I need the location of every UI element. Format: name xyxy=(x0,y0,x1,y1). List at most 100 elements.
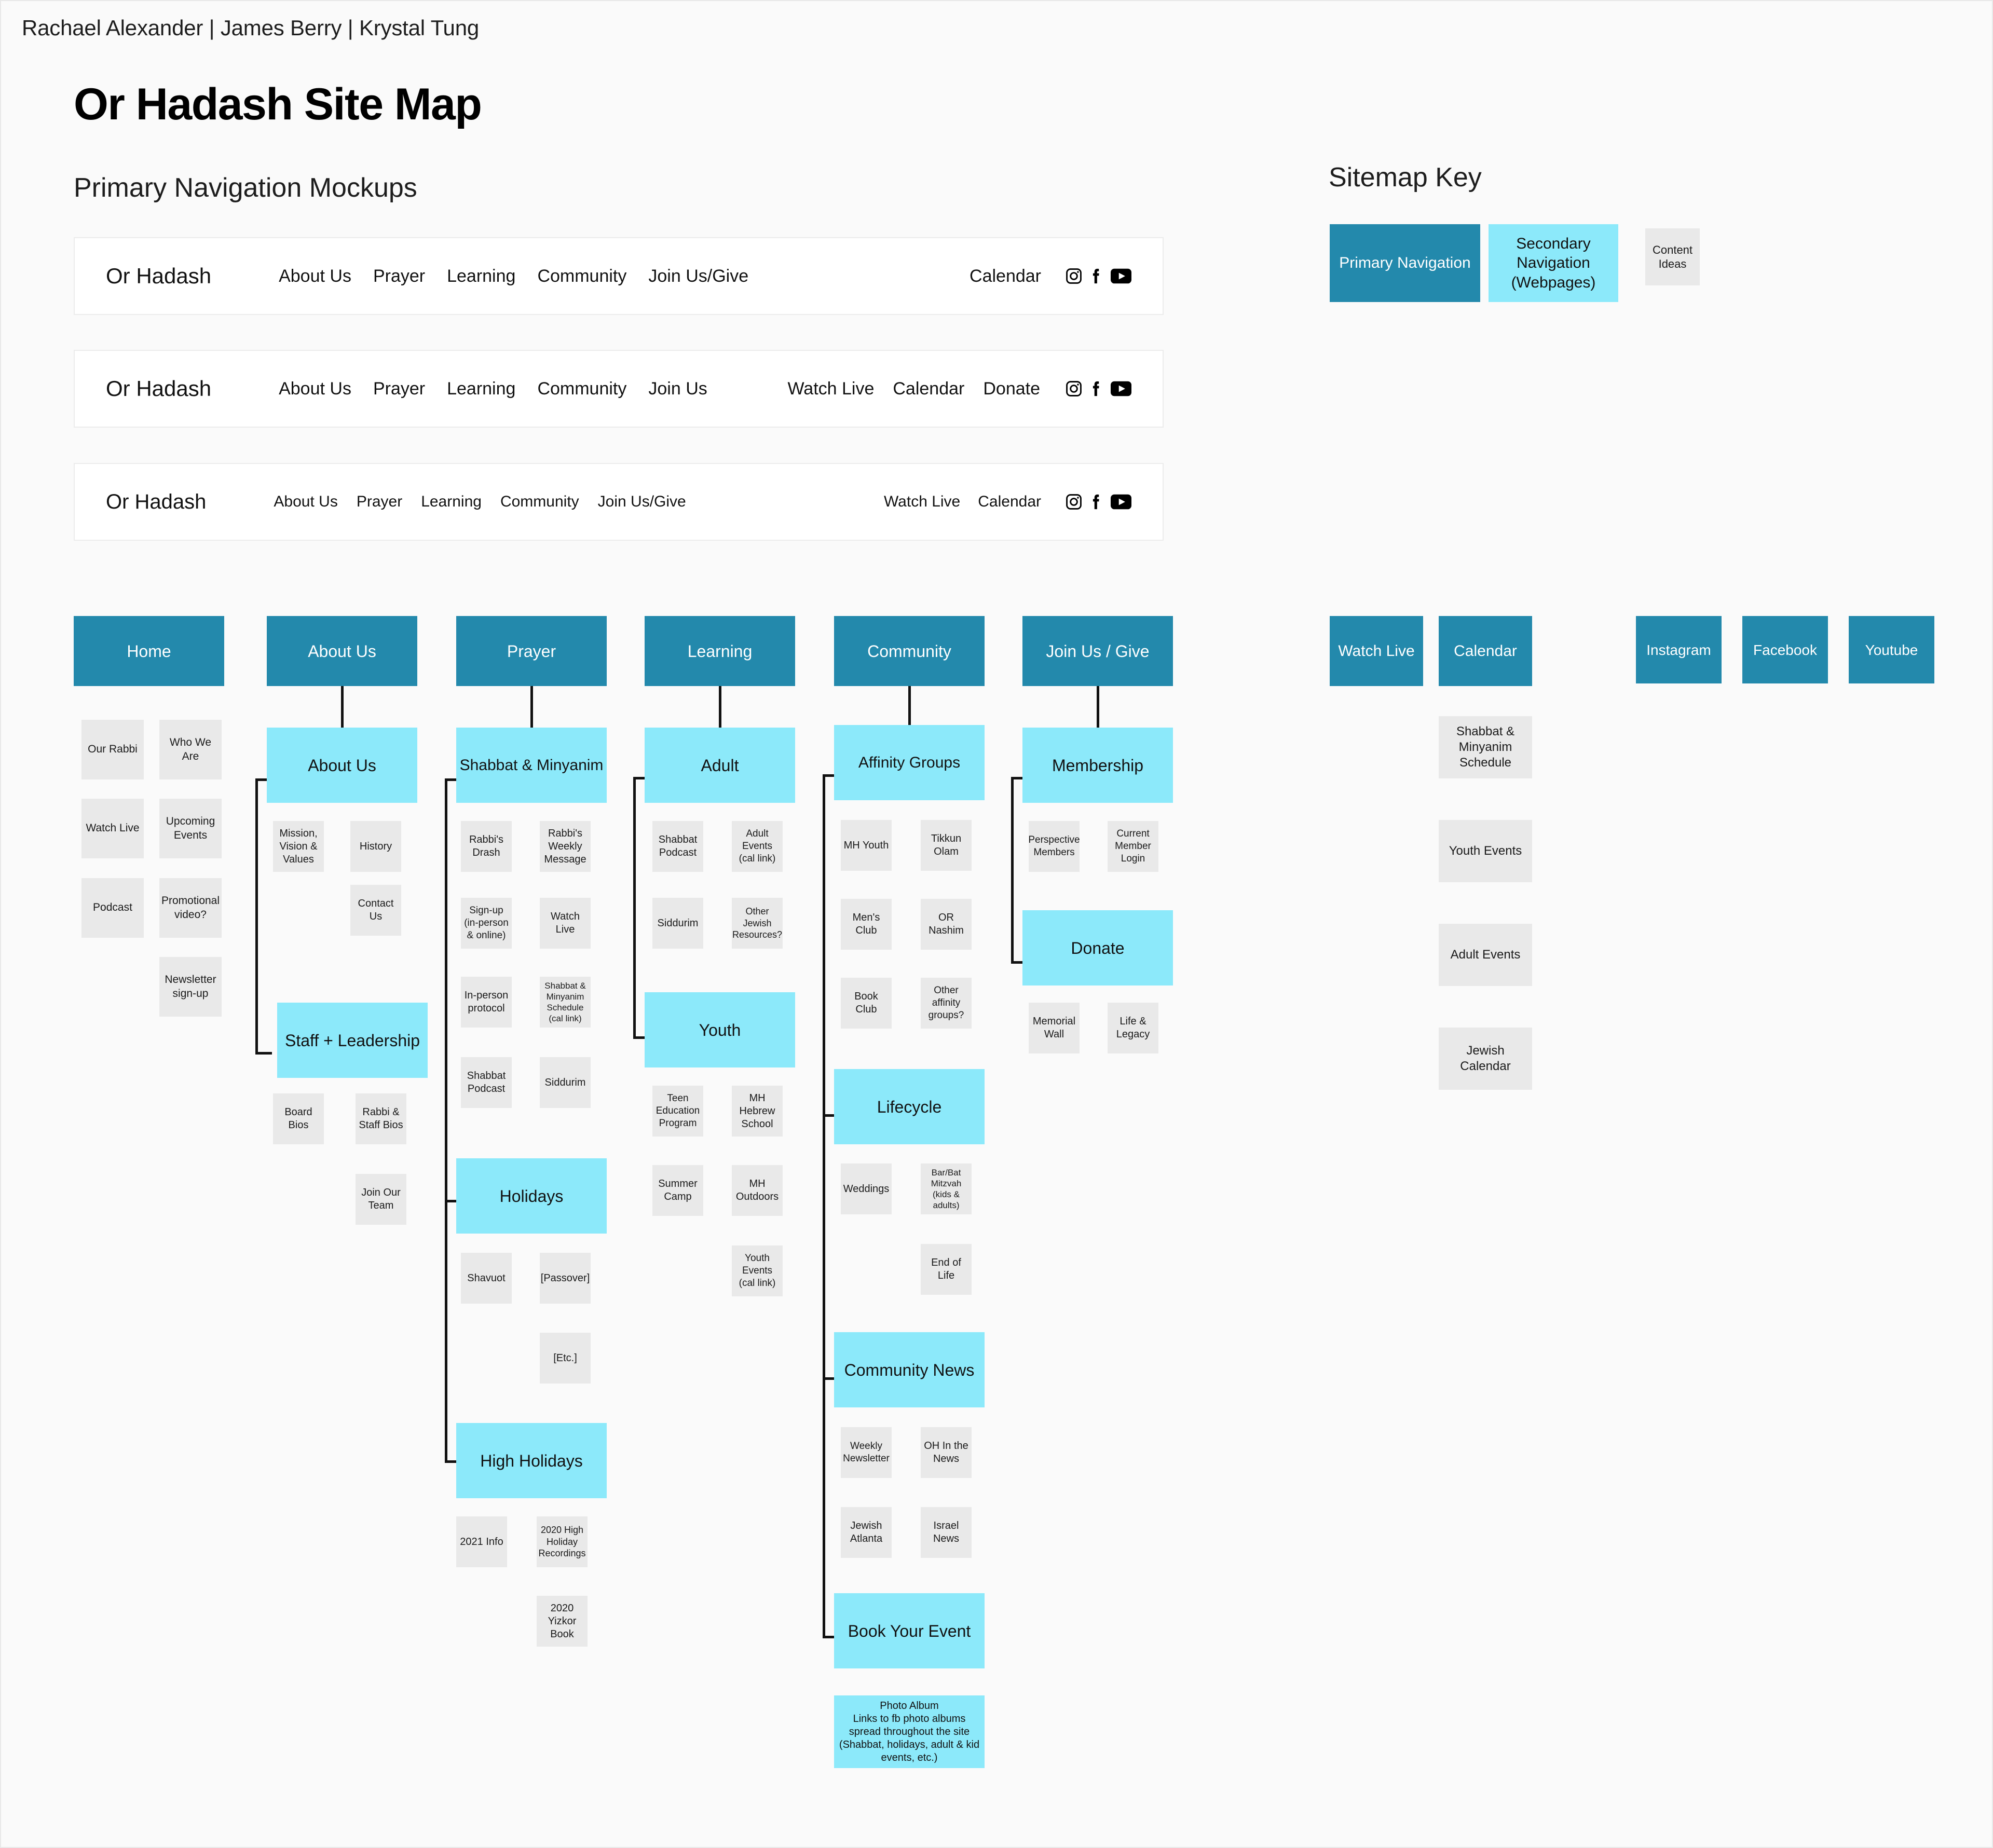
node-mh-outdoors[interactable]: MH Outdoors xyxy=(732,1165,783,1216)
node-shavuot[interactable]: Shavuot xyxy=(461,1253,512,1304)
node-mission-vision-values[interactable]: Mission, Vision & Values xyxy=(273,821,324,872)
node-youtube[interactable]: Youtube xyxy=(1849,616,1934,683)
facebook-icon[interactable] xyxy=(1091,267,1102,285)
node-join-our-team[interactable]: Join Our Team xyxy=(356,1174,406,1225)
node-community-news[interactable]: Community News xyxy=(834,1332,985,1407)
node-mh-hebrew-school[interactable]: MH Hebrew School xyxy=(732,1086,783,1137)
node-weddings[interactable]: Weddings xyxy=(841,1163,892,1214)
nav-link-watch-live[interactable]: Watch Live xyxy=(883,493,961,510)
nav-link-join-us-give[interactable]: Join Us/Give xyxy=(597,493,686,510)
node-affinity-groups[interactable]: Affinity Groups xyxy=(834,725,985,800)
node-book-club[interactable]: Book Club xyxy=(841,978,892,1029)
node-adult-events-cal[interactable]: Adult Events xyxy=(1439,924,1532,986)
node-watch-live-home[interactable]: Watch Live xyxy=(81,799,144,858)
node-book-your-event[interactable]: Book Your Event xyxy=(834,1593,985,1668)
youtube-icon[interactable] xyxy=(1111,268,1131,284)
facebook-icon[interactable] xyxy=(1091,493,1102,511)
node-donate[interactable]: Donate xyxy=(1022,910,1173,985)
node-mens-club[interactable]: Men's Club xyxy=(841,899,892,950)
node-israel-news[interactable]: Israel News xyxy=(921,1507,972,1558)
node-high-holidays[interactable]: High Holidays xyxy=(456,1423,607,1498)
nav-link-join-us-give[interactable]: Join Us/Give xyxy=(648,266,749,286)
youtube-icon[interactable] xyxy=(1111,494,1131,510)
node-who-we-are[interactable]: Who We Are xyxy=(159,720,222,779)
node-community[interactable]: Community xyxy=(834,616,985,686)
nav-link-learning[interactable]: Learning xyxy=(447,378,516,399)
nav-link-calendar[interactable]: Calendar xyxy=(893,378,965,399)
nav-link-about-us[interactable]: About Us xyxy=(274,493,338,510)
node-shabbat-podcast-prayer[interactable]: Shabbat Podcast xyxy=(461,1057,512,1108)
node-shabbat-podcast-learning[interactable]: Shabbat Podcast xyxy=(652,821,703,872)
node-learning[interactable]: Learning xyxy=(645,616,795,686)
node-contact-us[interactable]: Contact Us xyxy=(350,885,401,936)
node-siddurim-prayer[interactable]: Siddurim xyxy=(540,1057,591,1108)
nav-link-prayer[interactable]: Prayer xyxy=(373,378,426,399)
node-perspective-members[interactable]: Perspective Members xyxy=(1028,821,1080,872)
node-history[interactable]: History xyxy=(350,821,401,872)
node-prayer[interactable]: Prayer xyxy=(456,616,607,686)
node-or-nashim[interactable]: OR Nashim xyxy=(921,899,972,950)
node-podcast[interactable]: Podcast xyxy=(81,878,144,938)
node-other-jewish-resources[interactable]: Other Jewish Resources? xyxy=(732,898,783,949)
node-tikkun-olam[interactable]: Tikkun Olam xyxy=(921,820,972,871)
node-membership[interactable]: Membership xyxy=(1022,728,1173,803)
nav-link-community[interactable]: Community xyxy=(500,493,579,510)
node-oh-in-the-news[interactable]: OH In the News xyxy=(921,1427,972,1478)
node-shabbat-minyanim-schedule-cal[interactable]: Shabbat & Minyanim Schedule xyxy=(1439,716,1532,778)
node-holidays[interactable]: Holidays xyxy=(456,1158,607,1234)
node-shabbat-minyanim[interactable]: Shabbat & Minyanim xyxy=(456,728,607,803)
node-youth-events-cal-link[interactable]: Youth Events (cal link) xyxy=(732,1245,783,1296)
node-staff-leadership[interactable]: Staff + Leadership xyxy=(277,1003,428,1078)
nav-link-community[interactable]: Community xyxy=(537,266,627,286)
nav-link-prayer[interactable]: Prayer xyxy=(373,266,426,286)
nav-link-learning[interactable]: Learning xyxy=(421,493,482,510)
node-adult-events-cal-link[interactable]: Adult Events (cal link) xyxy=(732,821,783,872)
node-summer-camp[interactable]: Summer Camp xyxy=(652,1165,703,1216)
node-upcoming-events[interactable]: Upcoming Events xyxy=(159,799,222,858)
nav-link-about-us[interactable]: About Us xyxy=(279,378,351,399)
node-jewish-atlanta[interactable]: Jewish Atlanta xyxy=(841,1507,892,1558)
node-instagram[interactable]: Instagram xyxy=(1636,616,1722,683)
node-about-us-page[interactable]: About Us xyxy=(267,728,417,803)
nav-link-about-us[interactable]: About Us xyxy=(279,266,351,286)
node-end-of-life[interactable]: End of Life xyxy=(921,1244,972,1295)
node-lifecycle[interactable]: Lifecycle xyxy=(834,1069,985,1144)
nav-link-join-us[interactable]: Join Us xyxy=(648,378,707,399)
node-promotional-video[interactable]: Promotional video? xyxy=(159,878,222,938)
node-etc[interactable]: [Etc.] xyxy=(540,1333,591,1384)
node-in-person-protocol[interactable]: In-person protocol xyxy=(461,977,512,1028)
nav-link-calendar[interactable]: Calendar xyxy=(978,493,1041,510)
node-calendar[interactable]: Calendar xyxy=(1439,616,1532,686)
node-other-affinity-groups[interactable]: Other affinity groups? xyxy=(921,978,972,1029)
node-about-us[interactable]: About Us xyxy=(267,616,417,686)
node-newsletter-signup[interactable]: Newsletter sign-up xyxy=(159,957,222,1017)
nav-link-prayer[interactable]: Prayer xyxy=(356,493,403,510)
instagram-icon[interactable] xyxy=(1065,267,1083,285)
node-memorial-wall[interactable]: Memorial Wall xyxy=(1029,1003,1080,1053)
node-2021-info[interactable]: 2021 Info xyxy=(456,1516,507,1567)
node-facebook[interactable]: Facebook xyxy=(1742,616,1828,683)
node-photo-album-note[interactable]: Photo Album Links to fb photo albums spr… xyxy=(834,1695,985,1768)
node-board-bios[interactable]: Board Bios xyxy=(273,1093,324,1144)
node-sign-up[interactable]: Sign-up (in-person & online) xyxy=(461,898,512,949)
node-youth[interactable]: Youth xyxy=(645,992,795,1067)
nav-link-learning[interactable]: Learning xyxy=(447,266,516,286)
node-mh-youth[interactable]: MH Youth xyxy=(841,820,892,871)
node-passover[interactable]: [Passover] xyxy=(540,1253,591,1304)
facebook-icon[interactable] xyxy=(1091,380,1102,398)
nav-link-donate[interactable]: Donate xyxy=(983,378,1040,399)
node-watch-live-prayer[interactable]: Watch Live xyxy=(540,898,591,949)
node-weekly-newsletter[interactable]: Weekly Newsletter xyxy=(841,1427,892,1478)
node-jewish-calendar[interactable]: Jewish Calendar xyxy=(1439,1028,1532,1090)
nav-link-calendar[interactable]: Calendar xyxy=(970,266,1041,286)
nav-link-community[interactable]: Community xyxy=(537,378,627,399)
node-rabbis-weekly-message[interactable]: Rabbi's Weekly Message xyxy=(540,821,591,872)
node-teen-education-program[interactable]: Teen Education Program xyxy=(652,1086,703,1137)
node-rabbi-staff-bios[interactable]: Rabbi & Staff Bios xyxy=(356,1093,406,1144)
node-watch-live[interactable]: Watch Live xyxy=(1330,616,1423,686)
node-our-rabbi[interactable]: Our Rabbi xyxy=(81,720,144,779)
node-bar-bat-mitzvah[interactable]: Bar/Bat Mitzvah (kids & adults) xyxy=(921,1163,972,1214)
node-2020-high-holiday-recordings[interactable]: 2020 High Holiday Recordings xyxy=(537,1516,588,1567)
node-home[interactable]: Home xyxy=(74,616,224,686)
node-life-legacy[interactable]: Life & Legacy xyxy=(1108,1003,1158,1053)
